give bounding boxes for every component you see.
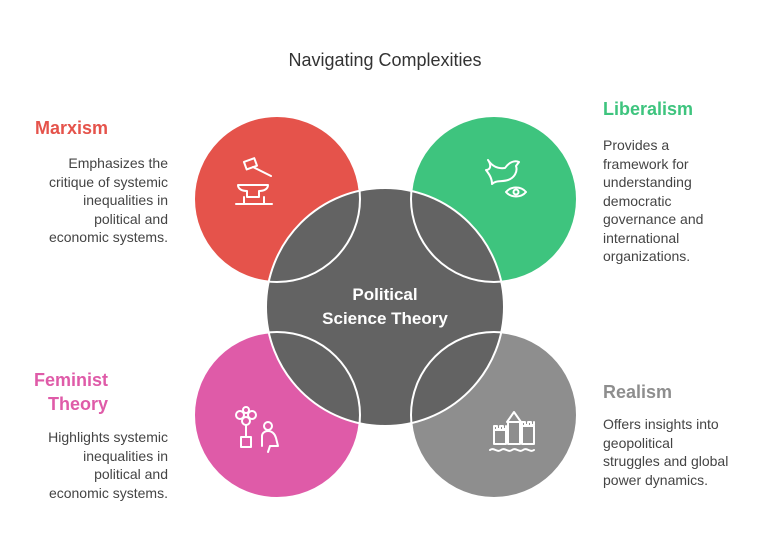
marxism-line: inequalities in bbox=[83, 192, 168, 208]
realism-description: Offers insights into geopolitical strugg… bbox=[603, 415, 753, 489]
feminist-line: political and bbox=[94, 466, 168, 482]
realism-line: struggles and global bbox=[603, 453, 729, 469]
marxism-line: critique of systemic bbox=[48, 173, 168, 190]
marxism-description: Emphasizes the critique of systemic ineq… bbox=[20, 154, 168, 247]
marxism-heading: Marxism bbox=[34, 118, 108, 138]
feminist-heading-line1: Feminist bbox=[33, 370, 108, 390]
flower-person-icon bbox=[235, 406, 279, 453]
center-label: Political Science Theory bbox=[295, 283, 475, 331]
liberalism-line: organizations. bbox=[603, 248, 691, 264]
realism-line: geopolitical bbox=[603, 434, 674, 451]
dove-eye-icon bbox=[485, 159, 527, 198]
marxism-line: Emphasizes the bbox=[68, 155, 168, 171]
diagram-title: Navigating Complexities bbox=[288, 50, 482, 70]
feminist-line: Highlights systemic bbox=[48, 429, 168, 445]
liberalism-description: Provides a framework for understanding d… bbox=[603, 136, 753, 266]
marxism-line: economic systems. bbox=[48, 229, 168, 245]
center-label-line2: Science Theory bbox=[322, 309, 448, 328]
liberalism-line: international bbox=[603, 229, 680, 246]
center-label-line1: Political bbox=[352, 285, 418, 304]
hammer-anvil-icon bbox=[235, 157, 273, 205]
feminist-line: inequalities in bbox=[83, 447, 168, 464]
realism-line: Offers insights into bbox=[603, 416, 719, 432]
marxism-line: political and bbox=[94, 210, 168, 227]
castle-icon bbox=[489, 411, 535, 452]
feminist-line: economic systems. bbox=[48, 484, 168, 501]
feminist-description: Highlights systemic inequalities in poli… bbox=[20, 428, 168, 502]
liberalism-heading: Liberalism bbox=[603, 99, 694, 119]
liberalism-line: understanding bbox=[603, 174, 692, 190]
feminist-heading: Feminist Theory bbox=[20, 368, 108, 416]
realism-line: power dynamics. bbox=[603, 471, 709, 488]
liberalism-line: democratic bbox=[603, 192, 672, 209]
realism-heading: Realism bbox=[603, 382, 673, 402]
liberalism-line: Provides a bbox=[603, 137, 670, 153]
liberalism-line: governance and bbox=[603, 211, 704, 227]
liberalism-line: framework for bbox=[603, 155, 689, 172]
center-circle bbox=[265, 187, 505, 427]
feminist-heading-line2: Theory bbox=[47, 394, 108, 414]
